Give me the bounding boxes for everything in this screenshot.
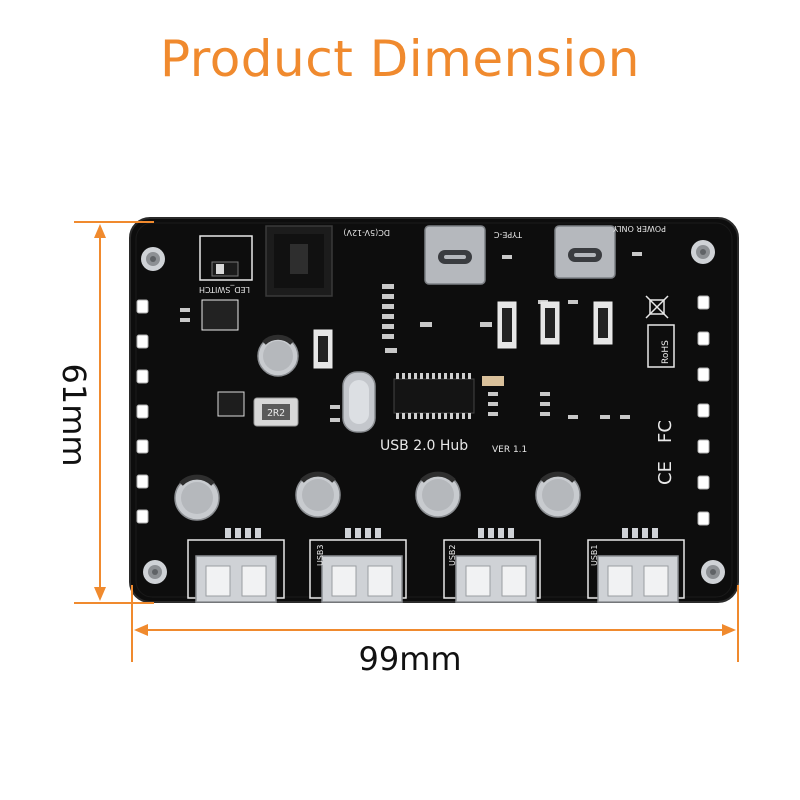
capacitor-c7 <box>295 471 341 518</box>
hub-controller-chip <box>393 373 475 419</box>
product-name-label: USB 2.0 Hub <box>380 438 468 454</box>
small-capacitor <box>482 376 504 386</box>
inductor: 2R2 <box>253 397 299 427</box>
rohs-icon: RoHS <box>647 324 675 368</box>
port-label-usb3: USB3 <box>316 544 325 566</box>
led-switch <box>199 235 253 281</box>
mounting-hole-icon <box>143 560 167 584</box>
fc-icon: FC <box>655 420 676 443</box>
usb-c-port-1 <box>424 225 486 285</box>
capacitor-c9 <box>535 471 581 518</box>
led-column-left <box>136 299 149 524</box>
mounting-hole-icon <box>691 240 715 264</box>
crystal <box>342 371 376 433</box>
led-column-right <box>697 295 710 526</box>
weee-bin-icon <box>645 295 669 319</box>
height-label: 61mm <box>55 363 93 467</box>
port-label-usb2: USB2 <box>448 544 457 566</box>
usb-a-port-4 <box>195 555 277 603</box>
dc-power-jack <box>265 225 333 297</box>
usb-a-port-1 <box>597 555 679 603</box>
usb-port-pins <box>225 528 658 538</box>
mounting-hole-icon <box>141 247 165 271</box>
port-label-usb1: USB1 <box>590 544 599 566</box>
inductor-label: 2R2 <box>267 408 285 419</box>
chip-u2 <box>217 391 245 417</box>
page-title: Product Dimension <box>159 30 640 88</box>
power-only-label: POWER ONLY <box>613 224 666 233</box>
mounting-hole-icon <box>701 560 725 584</box>
usb-a-port-3 <box>321 555 403 603</box>
capacitor-c4 <box>257 334 299 377</box>
power-input-label: DC(5V-12V) <box>343 228 390 237</box>
height-dimension-line <box>74 221 154 604</box>
capacitor-c6 <box>174 474 220 521</box>
led-switch-label: LED_SWITCH <box>199 285 250 294</box>
type-c-label: TYPE-C <box>493 230 523 239</box>
svg-text:RoHS: RoHS <box>661 340 671 364</box>
version-label: VER 1.1 <box>492 445 527 455</box>
usb-c-port-2 <box>554 225 616 279</box>
capacitor-c8 <box>415 471 461 518</box>
width-label: 99mm <box>358 640 462 678</box>
usb-a-port-2 <box>455 555 537 603</box>
width-dimension-line <box>131 585 739 662</box>
ce-icon: CE <box>655 461 676 485</box>
